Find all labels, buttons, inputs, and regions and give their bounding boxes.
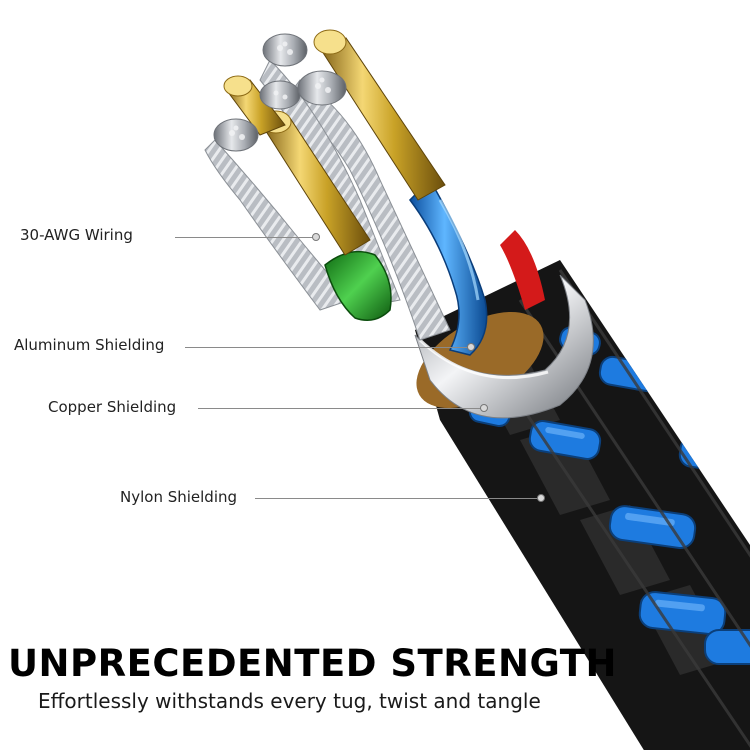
callout-line-wiring	[175, 237, 315, 238]
callout-line-copper	[198, 408, 483, 409]
strand-ends	[213, 33, 347, 152]
callout-label-wiring: 30-AWG Wiring	[20, 226, 133, 244]
callout-dot-wiring	[312, 233, 320, 241]
callout-label-nylon: Nylon Shielding	[120, 488, 238, 506]
callout-dot-copper	[480, 404, 488, 412]
callout-line-nylon	[255, 498, 540, 499]
callout-dot-aluminum	[467, 343, 475, 351]
headline: UNPRECEDENTED STRENGTH	[8, 642, 617, 685]
callout-label-aluminum: Aluminum Shielding	[14, 336, 165, 354]
callout-label-copper: Copper Shielding	[48, 398, 177, 416]
subline: Effortlessly withstands every tug, twist…	[38, 689, 541, 713]
callout-dot-nylon	[537, 494, 545, 502]
green-wire	[324, 250, 392, 321]
aluminum-collar	[414, 274, 594, 419]
callout-line-aluminum	[185, 347, 470, 348]
gold-conductors	[223, 29, 446, 256]
red-wire	[500, 230, 545, 310]
blue-wire	[409, 178, 488, 356]
